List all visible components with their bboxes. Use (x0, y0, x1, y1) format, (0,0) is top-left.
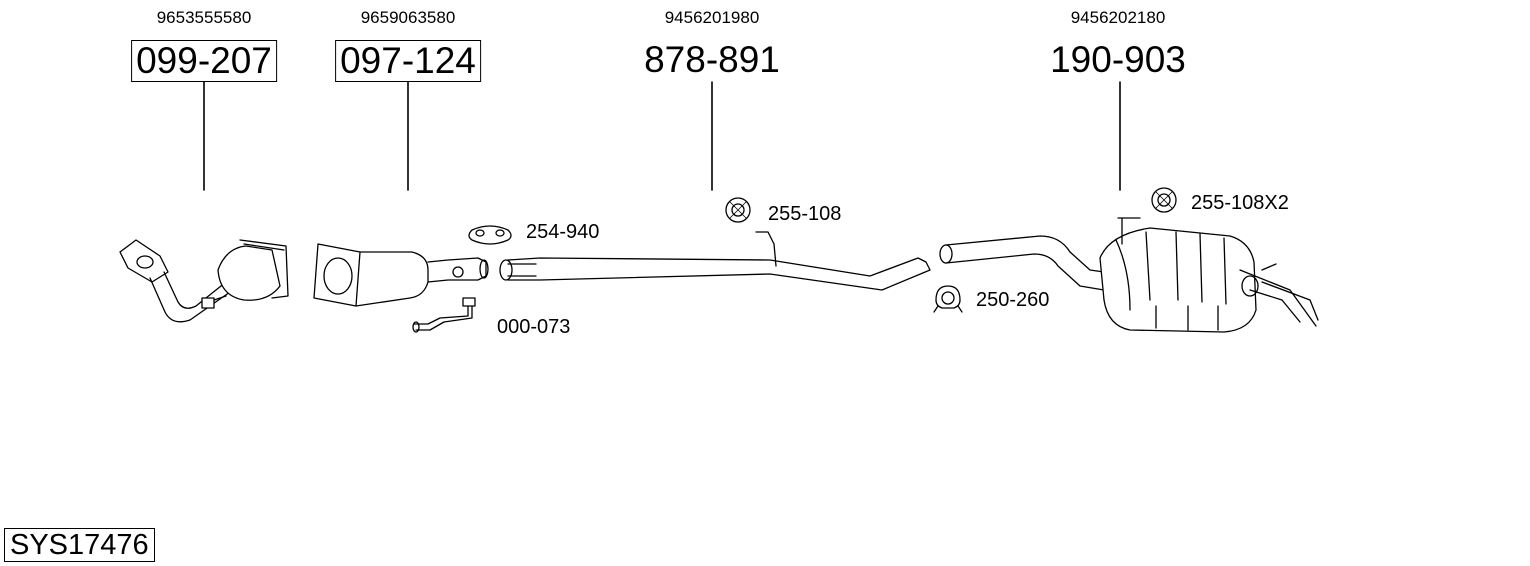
accessory-label-hanger2[interactable]: 255-108X2 (1191, 192, 1289, 214)
middle-pipe-drawing[interactable] (499, 231, 931, 291)
clamp-icon[interactable] (468, 225, 512, 245)
accessory-label-sensor[interactable]: 000-073 (497, 316, 571, 338)
accessory-label-ring[interactable]: 250-260 (976, 289, 1050, 311)
oem-number-rear: 9456202180 (1070, 8, 1166, 27)
part-number-rear[interactable]: 190-903 (1050, 39, 1186, 80)
ring-clamp-icon[interactable] (933, 285, 963, 313)
catalyst-rear-drawing[interactable] (313, 243, 489, 307)
oem-number-cat2: 9659063580 (360, 8, 456, 27)
sensor-icon[interactable] (412, 297, 476, 333)
leader-lines (203, 81, 1121, 191)
part-number-cat2[interactable]: 097-124 (335, 40, 481, 82)
system-code: SYS17476 (4, 528, 155, 562)
rubber-hanger-icon[interactable] (1151, 187, 1177, 213)
part-number-mid[interactable]: 878-891 (644, 39, 780, 80)
oem-number-mid: 9456201980 (664, 8, 760, 27)
catalyst-front-drawing[interactable] (119, 239, 289, 323)
accessory-label-clamp[interactable]: 254-940 (526, 221, 600, 243)
rubber-hanger-icon[interactable] (725, 197, 751, 223)
oem-number-cat1: 9653555580 (156, 8, 252, 27)
accessory-label-hanger1[interactable]: 255-108 (768, 203, 842, 225)
rear-silencer-drawing[interactable] (939, 217, 1319, 333)
part-number-cat1[interactable]: 099-207 (131, 40, 277, 82)
